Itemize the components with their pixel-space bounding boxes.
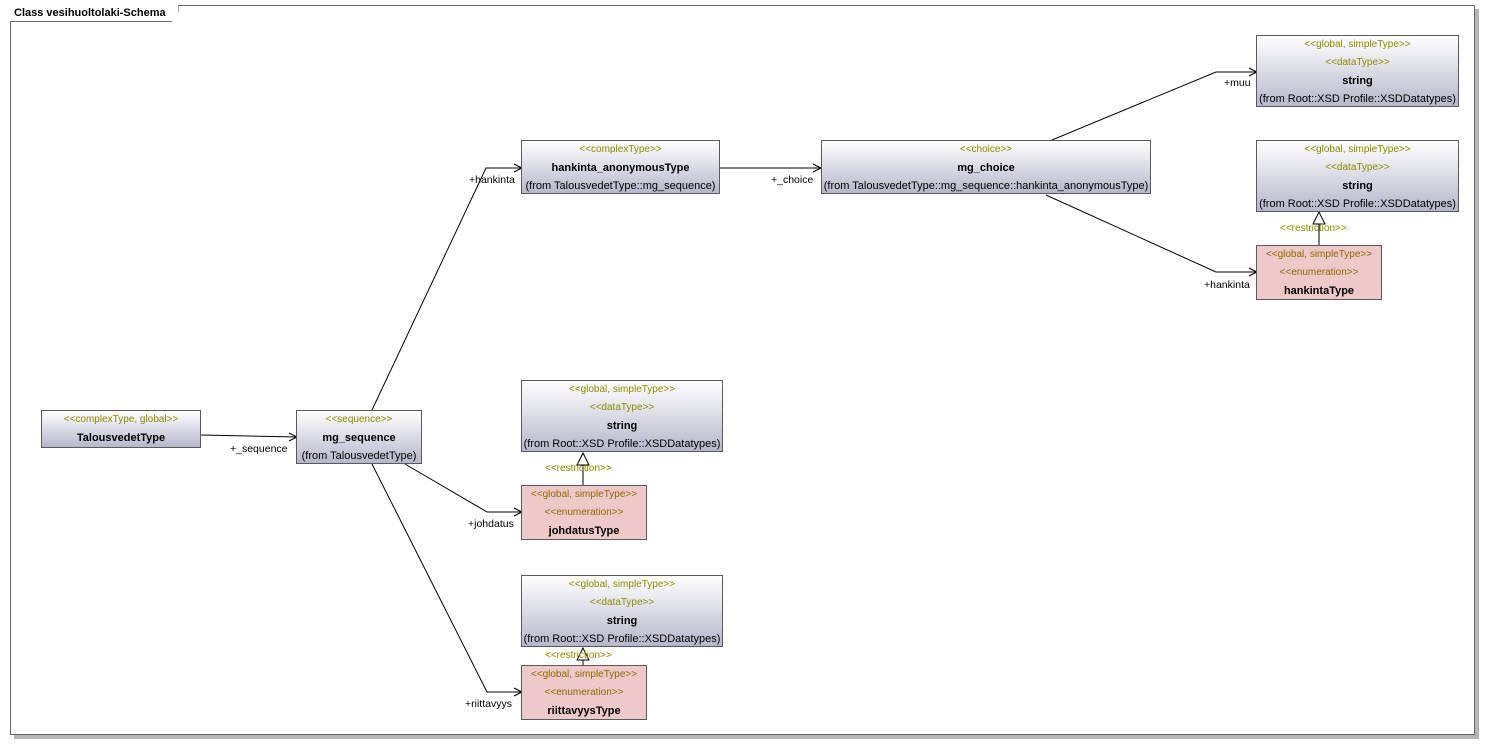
- stereotype: <<sequence>>: [325, 414, 393, 425]
- role-johdatus: +johdatus: [468, 518, 514, 530]
- stereotype: <<global, simpleType>>: [1265, 249, 1373, 260]
- class-name: johdatusType: [548, 525, 620, 537]
- stereotype: <<global, simpleType>>: [530, 669, 638, 680]
- stereotype-enumeration: <<enumeration>>: [544, 507, 624, 518]
- class-name: string: [606, 615, 638, 627]
- class-johdatustype[interactable]: <<global, simpleType>> <<enumeration>> j…: [521, 485, 647, 540]
- class-mg-choice[interactable]: <<choice>> mg_choice (from TalousvedetTy…: [821, 140, 1151, 194]
- stereotype: <<complexType, global>>: [63, 414, 179, 425]
- class-origin: (from Root::XSD Profile::XSDDatatypes): [1259, 198, 1456, 210]
- assoc-hankinta-right: [1045, 194, 1259, 277]
- stereotype: <<global, simpleType>>: [568, 384, 676, 395]
- class-string-muu[interactable]: <<global, simpleType>> <<dataType>> stri…: [1256, 35, 1459, 107]
- class-hankinta-anonymoustype[interactable]: <<complexType>> hankinta_anonymousType (…: [521, 140, 720, 194]
- role-choice: +_choice: [771, 174, 814, 186]
- assoc-hankinta: [371, 163, 524, 411]
- class-riittavyystype[interactable]: <<global, simpleType>> <<enumeration>> r…: [521, 665, 647, 720]
- role-muu: +muu: [1224, 77, 1251, 89]
- stereotype: <<global, simpleType>>: [568, 579, 676, 590]
- stereotype-datatype: <<dataType>>: [1325, 162, 1390, 173]
- class-origin: (from TalousvedetType): [301, 450, 417, 462]
- class-name: riittavyysType: [547, 705, 621, 717]
- class-origin: (from Root::XSD Profile::XSDDatatypes): [523, 633, 721, 645]
- restriction-label-riittavyys: <<restriction>>: [545, 650, 612, 661]
- stereotype: <<global, simpleType>>: [1304, 144, 1411, 155]
- class-origin: (from Root::XSD Profile::XSDDatatypes): [1259, 93, 1456, 105]
- class-name: TalousvedetType: [76, 432, 166, 444]
- restriction-johdatus: [576, 451, 590, 486]
- class-name: mg_sequence: [322, 432, 396, 444]
- class-name: string: [1342, 75, 1373, 87]
- stereotype-datatype: <<dataType>>: [589, 402, 655, 413]
- class-name: hankinta_anonymousType: [551, 162, 690, 174]
- class-name: string: [606, 420, 638, 432]
- assoc-riittavyys: [371, 463, 524, 697]
- restriction-label-johdatus: <<restriction>>: [545, 463, 612, 474]
- assoc-johdatus: [404, 463, 524, 517]
- role-riittavyys: +riittavyys: [465, 698, 512, 710]
- class-origin: (from Root::XSD Profile::XSDDatatypes): [523, 438, 721, 450]
- frame-title: Class vesihuoltolaki-Schema: [10, 5, 179, 22]
- class-string-hankinta[interactable]: <<global, simpleType>> <<dataType>> stri…: [1256, 140, 1459, 212]
- class-string-riittavyys[interactable]: <<global, simpleType>> <<dataType>> stri…: [521, 575, 723, 647]
- class-origin: (from TalousvedetType::mg_sequence::hank…: [823, 180, 1149, 192]
- role-sequence: +_sequence: [230, 443, 288, 455]
- class-origin: (from TalousvedetType::mg_sequence): [525, 180, 716, 192]
- class-string-johdatus[interactable]: <<global, simpleType>> <<dataType>> stri…: [521, 380, 723, 452]
- class-hankintatype[interactable]: <<global, simpleType>> <<enumeration>> h…: [1256, 245, 1382, 300]
- assoc-sequence: [200, 432, 299, 442]
- stereotype: <<global, simpleType>>: [530, 489, 638, 500]
- stereotype-enumeration: <<enumeration>>: [544, 687, 624, 698]
- stereotype-datatype: <<dataType>>: [1325, 57, 1390, 68]
- role-hankinta-top: +hankinta: [469, 174, 515, 186]
- stereotype: <<global, simpleType>>: [1304, 39, 1411, 50]
- class-name: string: [1342, 180, 1373, 192]
- restriction-label-hankinta: <<restriction>>: [1280, 223, 1347, 234]
- class-mg-sequence[interactable]: <<sequence>> mg_sequence (from Talousved…: [296, 410, 422, 464]
- stereotype: <<choice>>: [959, 144, 1013, 155]
- diagram-frame: [10, 5, 1475, 735]
- role-hankinta-right: +hankinta: [1204, 279, 1250, 291]
- class-talousvedettype[interactable]: <<complexType, global>> TalousvedetType: [41, 410, 201, 448]
- restriction-hankinta: [1312, 210, 1326, 245]
- stereotype: <<complexType>>: [579, 144, 662, 155]
- assoc-choice: [720, 163, 823, 173]
- stereotype-enumeration: <<enumeration>>: [1279, 267, 1359, 278]
- stereotype-datatype: <<dataType>>: [589, 597, 655, 608]
- class-name: mg_choice: [957, 162, 1015, 174]
- class-name: hankintaType: [1283, 285, 1355, 297]
